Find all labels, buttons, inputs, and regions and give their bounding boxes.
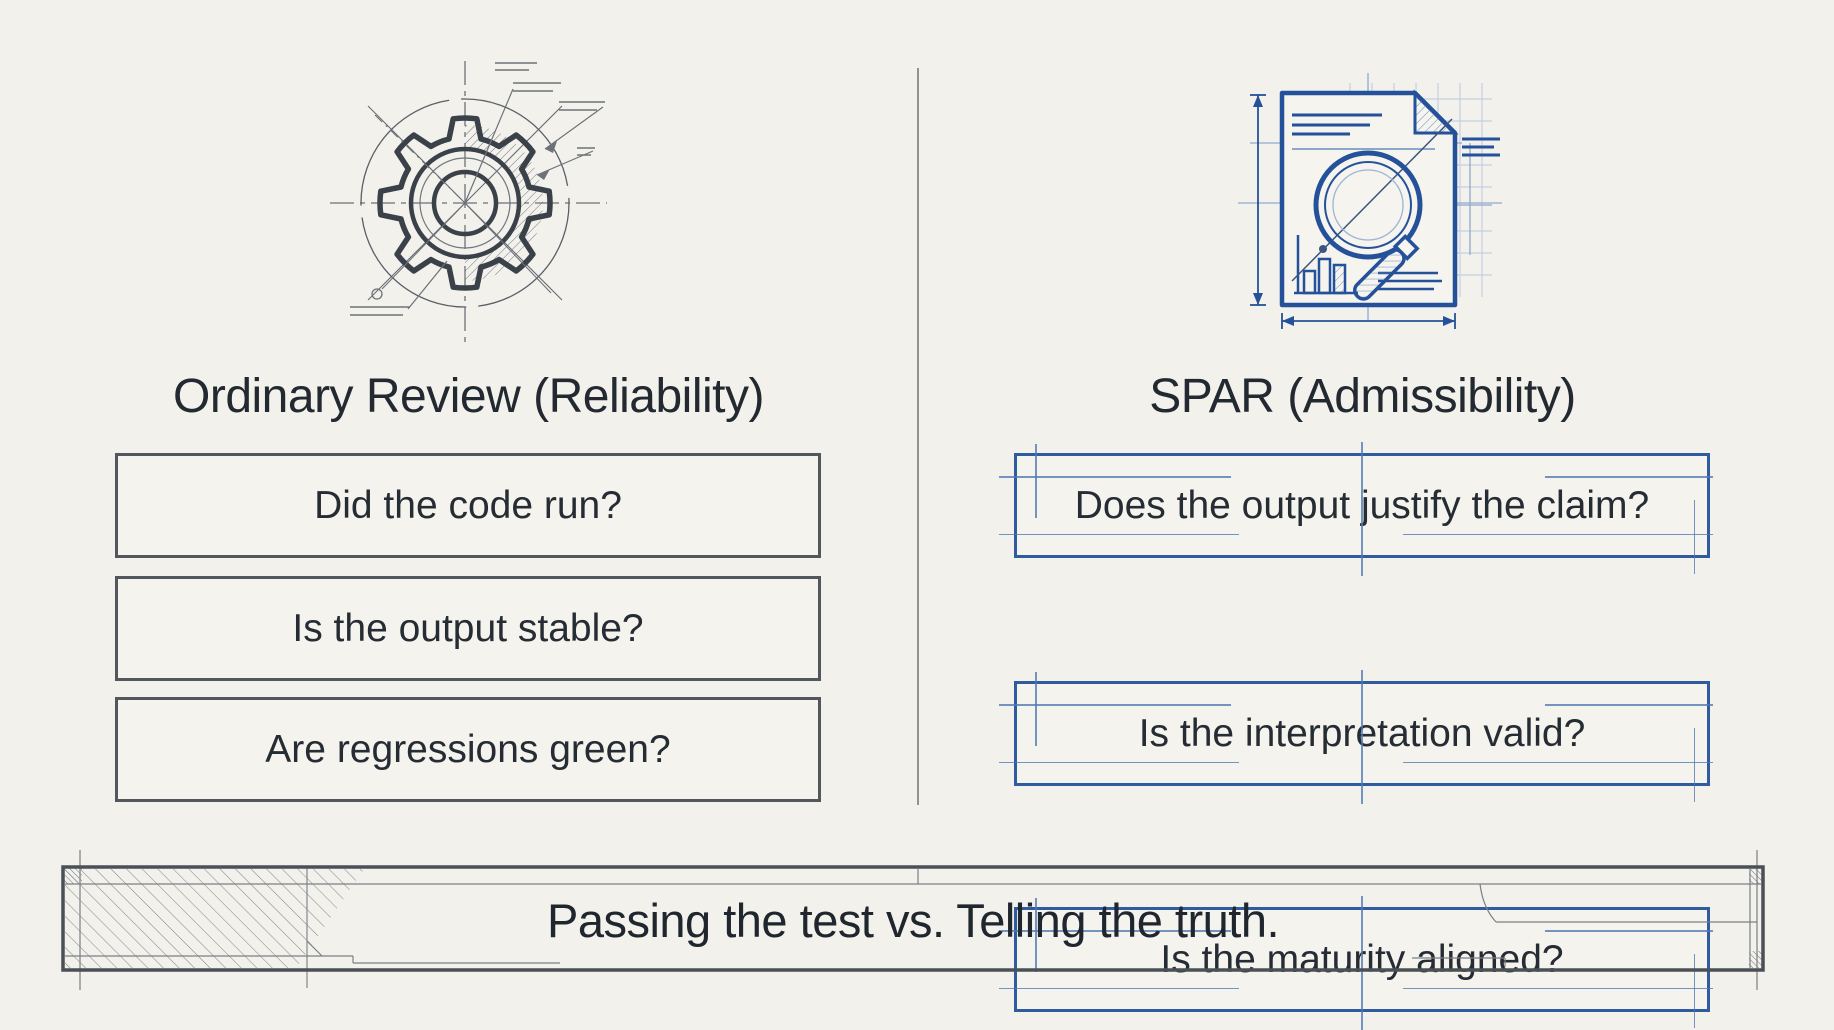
right-question-box-2: Is the interpretation valid? [999,670,1713,804]
construction-line [999,761,1239,763]
construction-line [1035,898,1037,972]
left-question-box-3: Are regressions green? [115,697,821,802]
construction-line [1545,704,1713,706]
construction-line [1403,761,1713,763]
construction-line [1035,672,1037,746]
construction-line [1403,987,1713,989]
document-magnifier-blueprint-icon [1238,73,1502,329]
construction-line [999,704,1231,706]
construction-line [1361,442,1363,576]
left-panel: Ordinary Review (Reliability) Did the co… [0,0,917,860]
left-question-1-label: Did the code run? [314,483,622,527]
footer-banner-frame [61,850,1765,990]
left-question-box-2: Is the output stable? [115,576,821,681]
construction-line [1403,533,1713,535]
construction-line [1035,444,1037,518]
center-divider [917,68,919,805]
left-question-2-label: Is the output stable? [292,606,644,650]
right-question-box-3: Is the maturity aligned? [999,896,1713,1030]
construction-line [1361,670,1363,804]
construction-line [999,476,1231,478]
left-panel-title: Ordinary Review (Reliability) [173,369,764,423]
construction-line [1545,930,1713,932]
construction-line [1693,728,1695,802]
construction-line [1545,476,1713,478]
construction-line [1693,954,1695,1028]
construction-line [1361,896,1363,1030]
construction-line [1693,500,1695,574]
right-panel: SPAR (Admissibility) Does the output jus… [917,0,1834,1030]
right-question-box-1: Does the output justify the claim? [999,442,1713,576]
footer-caption: Passing the test vs. Telling the truth. [546,894,1280,947]
construction-line [999,930,1231,932]
left-question-3-label: Are regressions green? [265,727,671,771]
left-question-box-1: Did the code run? [115,453,821,558]
right-panel-title: SPAR (Admissibility) [1149,369,1576,423]
gear-blueprint-icon [330,61,607,345]
construction-line [999,987,1239,989]
construction-line [999,533,1239,535]
